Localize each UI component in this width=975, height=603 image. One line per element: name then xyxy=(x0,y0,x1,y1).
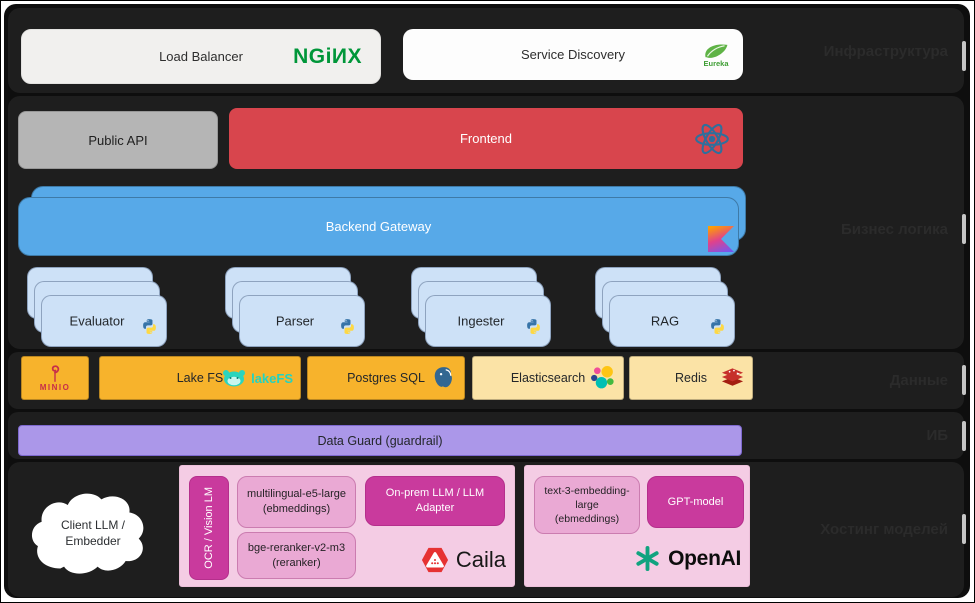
lakefs-label: Lake FS xyxy=(176,371,224,385)
frontend-node: Frontend xyxy=(229,108,743,169)
frontend-label: Frontend xyxy=(459,131,513,146)
openai-panel: text-3-embedding- large (ebmeddings) GPT… xyxy=(524,465,750,587)
layer-marker-business xyxy=(962,214,966,244)
text3-name-line2: large xyxy=(575,498,599,511)
load-balancer-label: Load Balancer xyxy=(159,49,243,64)
eureka-icon: Eureka xyxy=(701,42,731,68)
onprem-llm-node: On-prem LLM / LLM Adapter xyxy=(365,476,505,526)
minio-label: MINIO xyxy=(39,383,71,392)
layer-marker-infrastructure xyxy=(962,41,966,71)
e5-model-node: multilingual-e5-large (ebmeddings) xyxy=(237,476,356,528)
ocr-vision-node: OCR / Vision LM xyxy=(189,476,229,580)
ingester-node: Ingester xyxy=(425,295,551,347)
lakefs-icon: lakeFS xyxy=(221,368,293,388)
nginx-wordmark: NGiИX xyxy=(293,44,362,68)
load-balancer-node: Load Balancer NGiИX xyxy=(21,29,381,84)
evaluator-node: Evaluator xyxy=(41,295,167,347)
layer-marker-data xyxy=(962,365,966,395)
rag-label: RAG xyxy=(650,313,680,329)
bge-model-node: bge-reranker-v2-m3 (reranker) xyxy=(237,532,356,579)
backend-gateway-node: Backend Gateway xyxy=(18,197,739,256)
text3-type: (ebmeddings) xyxy=(554,513,620,526)
minio-node: MINIO xyxy=(21,356,89,400)
elasticsearch-icon xyxy=(589,365,616,392)
caila-panel: OCR / Vision LM multilingual-e5-large (e… xyxy=(179,465,515,587)
caila-icon xyxy=(421,547,448,573)
data-guard-label: Data Guard (guardrail) xyxy=(317,433,443,448)
openai-icon xyxy=(636,545,659,572)
nginx-icon: NGiИX xyxy=(293,45,362,69)
minio-flamingo-icon xyxy=(51,365,60,382)
service-discovery-node: Service Discovery Eureka xyxy=(403,29,743,80)
ingester-label: Ingester xyxy=(457,313,505,329)
redis-icon xyxy=(720,366,745,390)
elasticsearch-label: Elasticsearch xyxy=(510,371,586,385)
evaluator-label: Evaluator xyxy=(69,313,125,329)
kotlin-icon xyxy=(708,226,734,252)
cloud-icon xyxy=(31,493,144,574)
redis-label: Redis xyxy=(675,371,707,385)
eureka-leaf-icon xyxy=(705,43,728,58)
data-guard-node: Data Guard (guardrail) xyxy=(18,425,742,456)
react-icon xyxy=(693,122,731,156)
backend-gateway-label: Backend Gateway xyxy=(325,219,432,234)
eureka-wordmark: Eureka xyxy=(703,58,729,68)
layer-marker-security xyxy=(962,421,966,451)
text3-name-line1: text-3-embedding- xyxy=(544,484,630,497)
openai-brand: OpenAI xyxy=(634,545,741,572)
e5-model-type: (ebmeddings) xyxy=(262,503,331,515)
postgres-node: Postgres SQL xyxy=(307,356,465,400)
redis-node: Redis xyxy=(629,356,753,400)
parser-label: Parser xyxy=(275,313,315,329)
gpt-model-label: GPT-model xyxy=(667,495,724,508)
python-icon xyxy=(709,318,726,340)
public-api-node: Public API xyxy=(18,111,218,169)
lakefs-axolotl-icon xyxy=(223,370,246,387)
layer-marker-hosting xyxy=(962,514,966,544)
bge-model-type: (reranker) xyxy=(272,556,321,569)
python-icon xyxy=(339,318,356,340)
client-llm-cloud: Client LLM / Embedder xyxy=(23,484,163,582)
client-llm-label: Client LLM / Embedder xyxy=(60,518,126,549)
layer-label-hosting: Хостинг моделей xyxy=(820,521,948,538)
python-icon xyxy=(141,318,158,340)
layer-label-infrastructure: Инфраструктура xyxy=(823,43,948,60)
ocr-vision-label: OCR / Vision LM xyxy=(202,487,215,569)
bge-model-name: bge-reranker-v2-m3 xyxy=(247,541,346,554)
layer-label-data: Данные xyxy=(889,372,948,389)
rag-node: RAG xyxy=(609,295,735,347)
python-icon xyxy=(525,318,542,340)
caila-wordmark: Caila xyxy=(455,547,506,572)
gpt-model-node: GPT-model xyxy=(647,476,744,528)
caila-brand: Caila xyxy=(421,546,506,574)
layer-label-security: ИБ xyxy=(926,427,948,444)
postgresql-icon xyxy=(431,365,457,391)
service-discovery-label: Service Discovery xyxy=(520,47,626,62)
text3-embedding-node: text-3-embedding- large (ebmeddings) xyxy=(534,476,640,534)
parser-node: Parser xyxy=(239,295,365,347)
lakefs-node: Lake FS lakeFS xyxy=(99,356,301,400)
postgres-label: Postgres SQL xyxy=(347,371,425,385)
openai-wordmark: OpenAI xyxy=(668,546,741,570)
lakefs-wordmark: lakeFS xyxy=(251,370,293,386)
elasticsearch-node: Elasticsearch xyxy=(472,356,624,400)
onprem-llm-label: On-prem LLM / LLM Adapter xyxy=(385,487,485,514)
e5-model-name: multilingual-e5-large xyxy=(246,488,347,501)
public-api-label: Public API xyxy=(88,132,148,148)
layer-label-business: Бизнес логика xyxy=(841,221,948,238)
